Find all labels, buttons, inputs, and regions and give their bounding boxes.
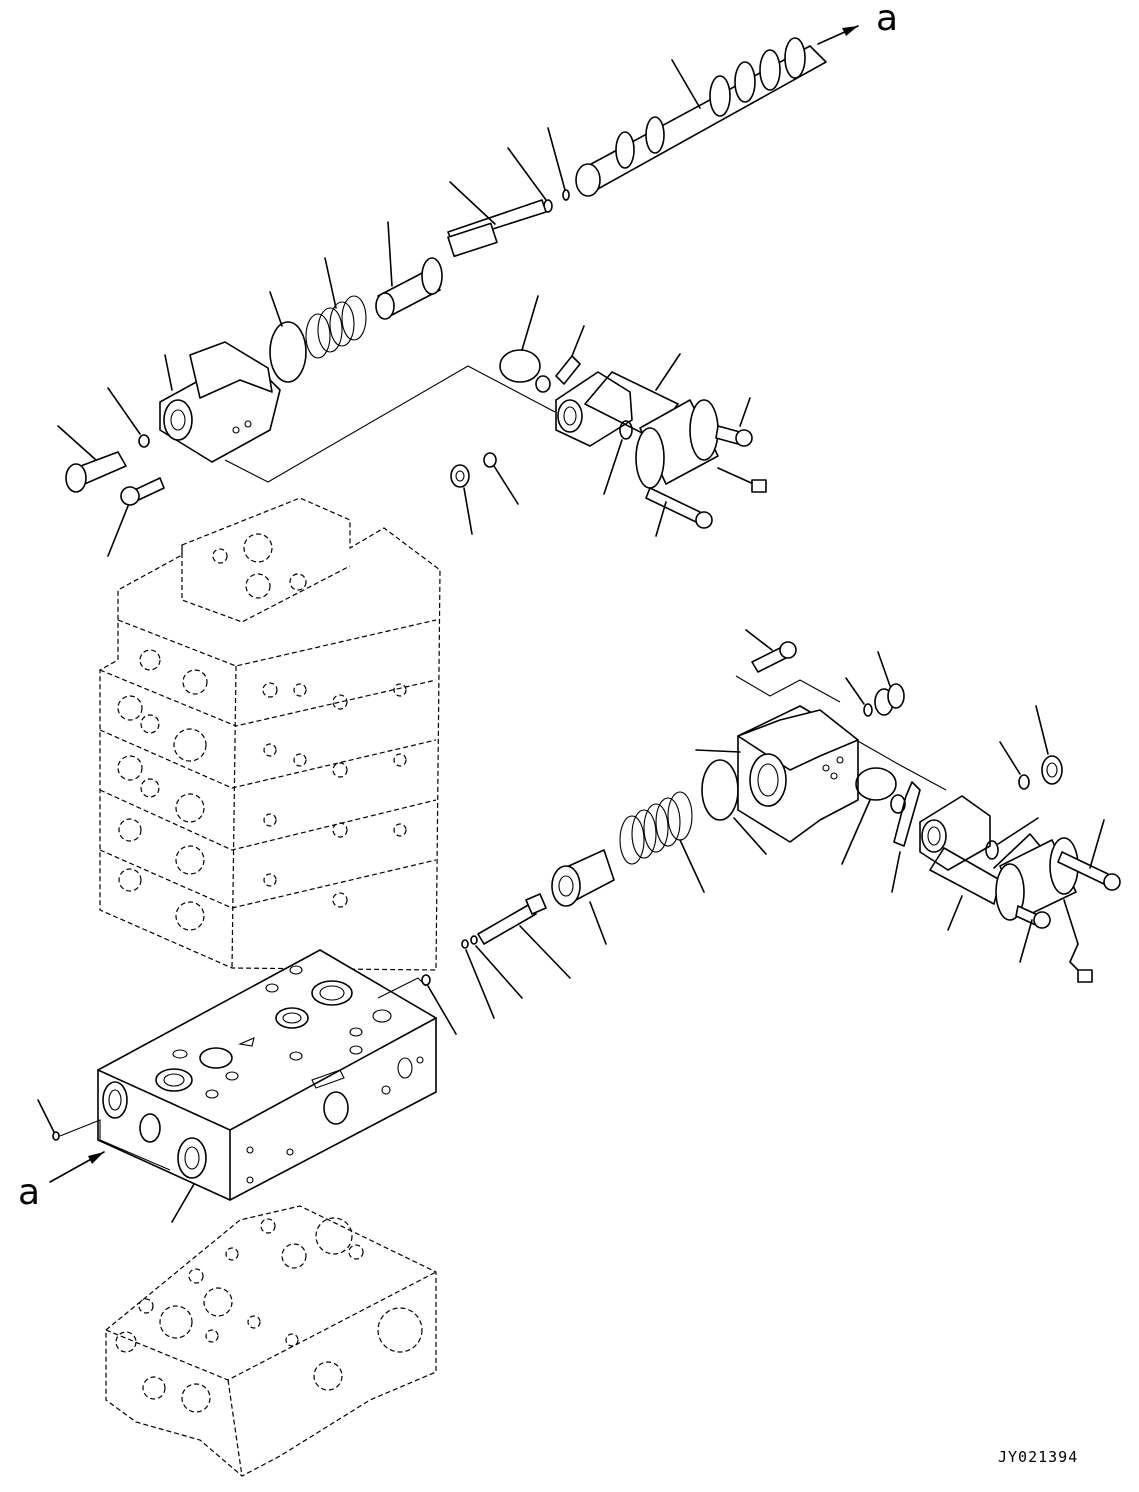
bolt-lower-solenoid-2 bbox=[1015, 905, 1051, 963]
valve-cap-right bbox=[695, 705, 859, 843]
reference-label-top: a bbox=[876, 0, 898, 39]
spring-lower bbox=[619, 791, 705, 893]
bolt-solenoid-top bbox=[645, 487, 713, 537]
spool bbox=[575, 37, 827, 197]
solenoid-housing-lower bbox=[919, 795, 1039, 871]
gasket-top bbox=[499, 295, 541, 383]
small-o-ring-left bbox=[107, 387, 150, 448]
small-o-ring-cap-right bbox=[845, 677, 873, 717]
solenoid-lower bbox=[929, 833, 1093, 983]
bolt-lower-solenoid-1 bbox=[1057, 819, 1121, 891]
gasket-lower bbox=[841, 767, 897, 865]
valve-section-main bbox=[97, 949, 437, 1223]
plug-cap-right bbox=[874, 651, 905, 716]
spring-seat-lower bbox=[551, 849, 615, 945]
small-plug-top bbox=[450, 464, 473, 535]
spring-seat bbox=[375, 221, 443, 320]
valve-body-stack bbox=[99, 497, 441, 971]
drawing-code: JY021394 bbox=[998, 1448, 1078, 1466]
seal-plate-lower bbox=[890, 781, 921, 893]
solenoid-top bbox=[584, 353, 767, 493]
small-o-ring-lower-2 bbox=[461, 939, 495, 1019]
small-o-ring-lower-right bbox=[999, 741, 1030, 790]
small-o-ring-lower-1 bbox=[421, 974, 457, 1035]
reference-label-bottom: a bbox=[18, 1172, 40, 1213]
solenoid-housing-top bbox=[555, 371, 633, 495]
valve-body-lower bbox=[105, 1205, 437, 1477]
small-o-ring-valve-front bbox=[37, 1099, 60, 1141]
plug-lower-right bbox=[1035, 705, 1063, 785]
spring-top bbox=[305, 257, 367, 359]
bolt-top-right bbox=[715, 397, 753, 447]
valve-cap-left bbox=[159, 341, 281, 463]
small-ring-top bbox=[547, 127, 570, 201]
seal-plate-top bbox=[535, 325, 585, 393]
piston-rod bbox=[447, 181, 547, 258]
small-o-ring-lower-3 bbox=[470, 935, 523, 999]
piston-rod-lower bbox=[477, 893, 571, 979]
o-ring-top bbox=[269, 291, 307, 383]
reference-arrow-top bbox=[817, 25, 859, 45]
bolt-cap-right bbox=[745, 629, 797, 673]
small-o-ring-top bbox=[483, 452, 519, 505]
plug-left bbox=[57, 425, 127, 493]
reference-arrow-bottom bbox=[49, 1151, 105, 1183]
bolt-left bbox=[107, 477, 165, 557]
pin-retainer bbox=[507, 147, 553, 213]
